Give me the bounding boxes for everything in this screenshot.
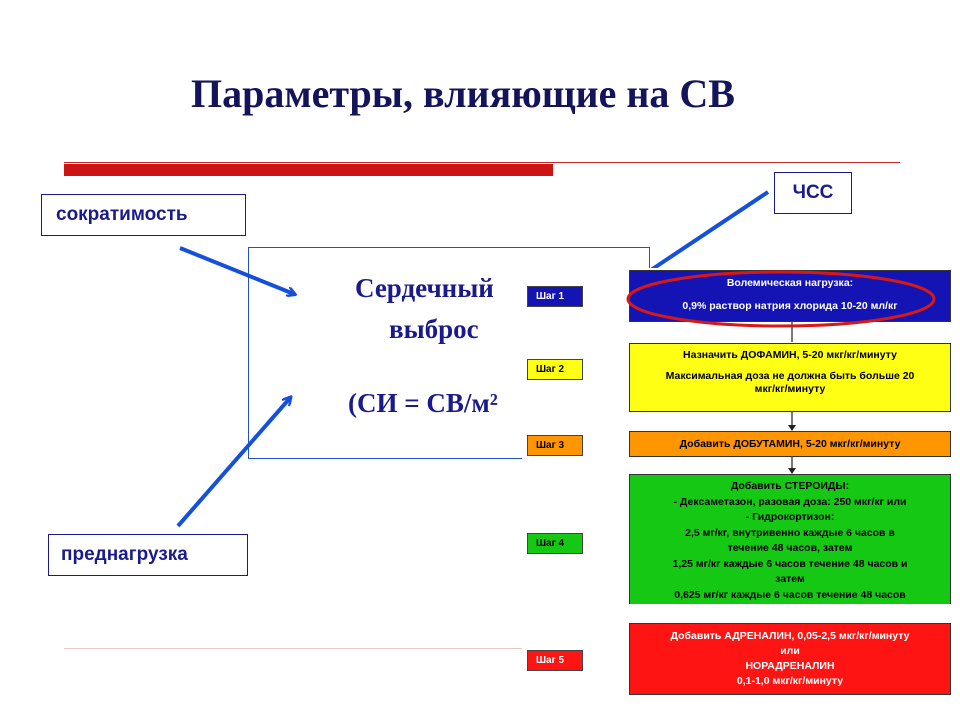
- flow-text: Добавить ДОБУТАМИН, 5-20 мкг/кг/минуту: [679, 438, 901, 450]
- cardiac-output-line2: выброс: [389, 314, 479, 344]
- flow-text: - Гидрокортизон:: [745, 511, 835, 523]
- step-4-label: Шаг 4: [527, 533, 583, 554]
- cardiac-output-formula: (СИ = СВ/м²: [348, 388, 498, 418]
- contractility-label: сократимость: [41, 194, 246, 236]
- step-3-label: Шаг 3: [527, 435, 583, 456]
- connector-3-4-head: [788, 468, 796, 474]
- connector-2-3-head: [788, 425, 796, 431]
- step-1-label: Шаг 1: [527, 286, 583, 307]
- flow-text: Максимальная доза не должна быть больше …: [665, 370, 915, 382]
- heart-rate-arrow: [646, 190, 770, 274]
- flow-text: мкг/кг/минуту: [754, 383, 826, 395]
- title-rule-thin: [64, 162, 900, 163]
- flow-box-dobutamine: Добавить ДОБУТАМИН, 5-20 мкг/кг/минуту: [629, 431, 951, 457]
- flow-text: 0,1-1,0 мкг/кг/минуту: [736, 675, 844, 687]
- flow-text: течение 48 часов, затем: [727, 542, 853, 554]
- flow-text: 0,625 мг/кг каждые 6 часов течение 48 ча…: [674, 588, 906, 601]
- cardiac-output-line1: Сердечный: [355, 273, 494, 303]
- flow-box-steroids: Добавить СТЕРОИДЫ: - Дексаметазон, разов…: [629, 474, 951, 604]
- flow-text: - Дексаметазон, разовая доза: 250 мкг/кг…: [673, 495, 907, 508]
- flow-text: Добавить СТЕРОИДЫ:: [730, 480, 850, 492]
- flow-text: НОРАДРЕНАЛИН: [745, 660, 835, 672]
- flow-text: 2,5 мг/кг, внутривенно каждые 6 часов в: [685, 526, 895, 539]
- page-title: Параметры, влияющие на СВ: [191, 71, 735, 116]
- highlight-ellipse: [626, 270, 936, 328]
- step-2-label: Шаг 2: [527, 359, 583, 380]
- flow-text: Волемическая нагрузка:: [726, 277, 854, 289]
- flow-text: или: [780, 645, 800, 657]
- flow-text: 0,9% раствор натрия хлорида 10-20 мл/кг: [682, 300, 898, 312]
- flow-text: затем: [775, 573, 805, 585]
- flow-box-adrenaline: Добавить АДРЕНАЛИН, 0,05-2,5 мкг/кг/мину…: [629, 623, 951, 695]
- step-5-label: Шаг 5: [527, 650, 583, 671]
- flow-text: Добавить АДРЕНАЛИН, 0,05-2,5 мкг/кг/мину…: [670, 630, 910, 642]
- heart-rate-label: ЧСС: [774, 172, 852, 214]
- preload-arrow: [176, 398, 290, 528]
- contractility-arrow: [179, 246, 294, 294]
- flow-text: Назначить ДОФАМИН, 5-20 мкг/кг/минуту: [683, 349, 897, 361]
- flow-text: 1,25 мг/кг каждые 6 часов течение 48 час…: [672, 557, 908, 570]
- flow-box-dopamine: Назначить ДОФАМИН, 5-20 мкг/кг/минуту Ма…: [629, 343, 951, 412]
- preload-label: преднагрузка: [48, 534, 248, 576]
- bottom-rule: [64, 648, 524, 649]
- title-rule-thick: [64, 164, 553, 176]
